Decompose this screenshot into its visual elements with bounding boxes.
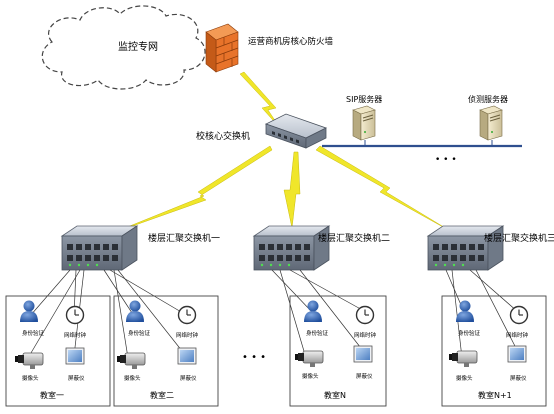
classroom-name: 教室N [324, 390, 346, 400]
floor-switch-3-icon [427, 225, 504, 271]
camera-icon [448, 350, 478, 368]
monitoring-network-cloud [41, 5, 206, 90]
identity-icon [456, 300, 474, 322]
core-switch-icon [264, 113, 328, 149]
classroom-name: 教室一 [40, 390, 64, 400]
firewall-icon [205, 23, 239, 73]
identity-label: 身份验证 [22, 329, 45, 337]
camera-label: 摄像头 [302, 372, 319, 380]
classroom-name: 教室N+1 [478, 390, 512, 400]
detect-server-label: 侦测服务器 [468, 94, 508, 104]
monitor-icon [177, 347, 197, 365]
sip-server-label: SIP服务器 [346, 94, 382, 104]
detect-server-icon [479, 105, 503, 141]
sip-server-icon [352, 105, 376, 141]
camera-label: 摄像头 [22, 374, 39, 382]
floor-switch-2-icon [253, 225, 330, 271]
classroom-ellipsis: • • • [242, 352, 266, 363]
identity-label: 身份验证 [128, 329, 151, 337]
clock-label: 网络时钟 [354, 331, 377, 339]
clock-label: 网络时钟 [176, 331, 199, 339]
monitor-label: 屏蔽仪 [356, 372, 373, 380]
device-wires [27, 269, 519, 359]
server-ellipsis: • • • [435, 155, 457, 165]
identity-label: 身份验证 [306, 329, 329, 337]
floor-switch-1-label: 楼层汇聚交换机一 [148, 232, 220, 244]
monitor-icon [65, 347, 85, 365]
wireless-link-core-switch2 [283, 151, 301, 229]
classroom-1: 身份验证 网络时钟 摄像头 屏蔽仪 教室一 [5, 295, 111, 407]
floor-switch-3-label: 楼层汇聚交换机三 [484, 232, 554, 244]
cloud-label: 监控专网 [118, 40, 158, 53]
classroom-n: 身份验证 网络时钟 摄像头 屏蔽仪 教室N [289, 295, 387, 407]
camera-label: 摄像头 [124, 374, 141, 382]
clock-icon [509, 305, 529, 325]
camera-label: 摄像头 [456, 374, 473, 382]
clock-label: 网络时钟 [506, 331, 529, 339]
floor-switch-2-label: 楼层汇聚交换机二 [318, 232, 390, 244]
clock-icon [177, 305, 197, 325]
camera-icon [14, 352, 44, 370]
clock-label: 网络时钟 [64, 331, 87, 339]
clock-icon [355, 305, 375, 325]
monitor-label: 屏蔽仪 [510, 374, 527, 382]
wireless-link-firewall-core [239, 71, 281, 129]
camera-icon [294, 350, 324, 368]
wireless-link-core-switch3 [315, 145, 453, 233]
classroom-name: 教室二 [150, 390, 174, 400]
identity-label: 身份验证 [458, 329, 481, 337]
camera-icon [116, 352, 146, 370]
identity-icon [20, 300, 38, 322]
wireless-link-core-switch1 [109, 145, 273, 235]
identity-icon [126, 300, 144, 322]
classroom-2: 身份验证 网络时钟 摄像头 屏蔽仪 教室二 [113, 295, 219, 407]
core-switch-label: 校核心交换机 [196, 130, 250, 142]
monitor-icon [507, 345, 527, 363]
firewall-label: 运营商机房核心防火墙 [248, 36, 334, 47]
monitor-label: 屏蔽仪 [68, 374, 85, 382]
floor-switch-1-icon [61, 225, 138, 271]
monitor-label: 屏蔽仪 [180, 374, 197, 382]
monitor-icon [353, 345, 373, 363]
identity-icon [304, 300, 322, 322]
clock-icon [65, 305, 85, 325]
classroom-n-plus-1: 身份验证 网络时钟 摄像头 屏蔽仪 教室N+1 [441, 295, 547, 407]
